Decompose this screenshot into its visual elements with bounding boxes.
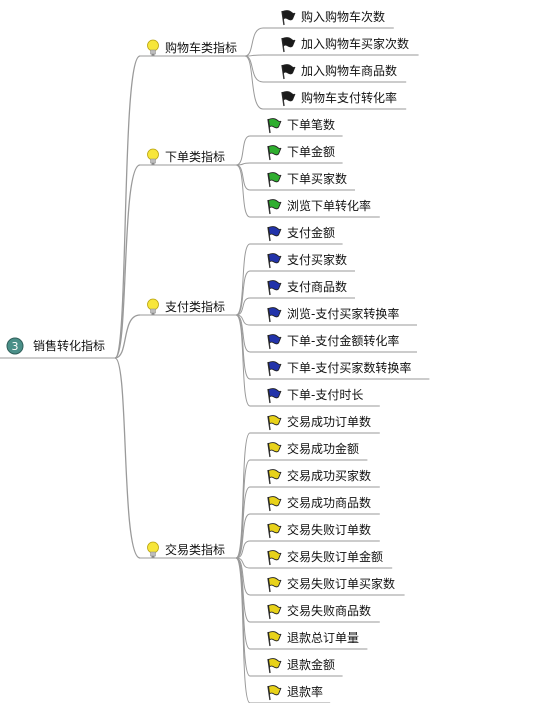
- flag-icon: [266, 603, 283, 624]
- flag-icon: [266, 441, 283, 462]
- branch-topic[interactable]: 下单类指标: [165, 150, 226, 164]
- leaf-topic[interactable]: 购入购物车次数: [301, 10, 386, 24]
- branch-topic[interactable]: 交易类指标: [165, 543, 226, 557]
- leaf-topic[interactable]: 交易成功商品数: [287, 496, 372, 510]
- leaf-topic[interactable]: 支付商品数: [287, 280, 348, 294]
- idea-bulb-icon: [146, 39, 160, 61]
- leaf-topic[interactable]: 下单金额: [287, 145, 336, 159]
- idea-bulb-icon: [146, 148, 160, 170]
- flag-icon: [280, 9, 297, 30]
- leaf-topic[interactable]: 下单买家数: [287, 172, 348, 186]
- leaf-topic[interactable]: 浏览下单转化率: [287, 199, 372, 213]
- flag-icon: [266, 360, 283, 381]
- leaf-topic[interactable]: 支付买家数: [287, 253, 348, 267]
- idea-bulb-icon: [146, 541, 160, 563]
- leaf-topic[interactable]: 交易成功金额: [287, 442, 360, 456]
- leaf-topic[interactable]: 支付金额: [287, 226, 336, 240]
- flag-icon: [266, 252, 283, 273]
- idea-bulb-icon: [146, 298, 160, 320]
- flag-icon: [266, 279, 283, 300]
- leaf-topic[interactable]: 加入购物车商品数: [301, 64, 398, 78]
- flag-icon: [266, 198, 283, 219]
- flag-icon: [266, 387, 283, 408]
- leaf-topic[interactable]: 退款总订单量: [287, 631, 360, 645]
- leaf-topic[interactable]: 交易失败商品数: [287, 604, 372, 618]
- branch-topic[interactable]: 购物车类指标: [165, 41, 238, 55]
- flag-icon: [280, 90, 297, 111]
- flag-icon: [266, 333, 283, 354]
- flag-icon: [266, 630, 283, 651]
- flag-icon: [266, 684, 283, 705]
- flag-icon: [280, 63, 297, 84]
- flag-icon: [280, 36, 297, 57]
- leaf-topic[interactable]: 交易成功买家数: [287, 469, 372, 483]
- leaf-topic[interactable]: 退款率: [287, 685, 324, 699]
- flag-icon: [266, 306, 283, 327]
- root-badge-text: 3: [12, 340, 19, 353]
- leaf-topic[interactable]: 交易失败订单金额: [287, 550, 384, 564]
- leaf-topic[interactable]: 浏览-支付买家转换率: [287, 307, 400, 321]
- branch-topic[interactable]: 支付类指标: [165, 300, 226, 314]
- leaf-topic[interactable]: 购物车支付转化率: [301, 91, 398, 105]
- flag-icon: [266, 522, 283, 543]
- flag-icon: [266, 171, 283, 192]
- flag-icon: [266, 549, 283, 570]
- leaf-topic[interactable]: 下单笔数: [287, 118, 336, 132]
- flag-icon: [266, 495, 283, 516]
- leaf-topic[interactable]: 下单-支付时长: [287, 388, 364, 402]
- leaf-topic[interactable]: 交易失败订单数: [287, 523, 372, 537]
- flag-icon: [266, 657, 283, 678]
- flag-icon: [266, 144, 283, 165]
- leaf-topic[interactable]: 交易失败订单买家数: [287, 577, 396, 591]
- root-badge-icon: 3: [6, 337, 24, 359]
- root-topic[interactable]: 销售转化指标: [33, 339, 105, 353]
- leaf-topic[interactable]: 退款金额: [287, 658, 336, 672]
- flag-icon: [266, 414, 283, 435]
- leaf-topic[interactable]: 加入购物车买家次数: [301, 37, 410, 51]
- leaf-topic[interactable]: 交易成功订单数: [287, 415, 372, 429]
- root-topic-label: 销售转化指标: [33, 339, 106, 353]
- flag-icon: [266, 225, 283, 246]
- leaf-topic[interactable]: 下单-支付买家数转换率: [287, 361, 412, 375]
- flag-icon: [266, 576, 283, 597]
- leaf-topic[interactable]: 下单-支付金额转化率: [287, 334, 400, 348]
- flag-icon: [266, 468, 283, 489]
- flag-icon: [266, 117, 283, 138]
